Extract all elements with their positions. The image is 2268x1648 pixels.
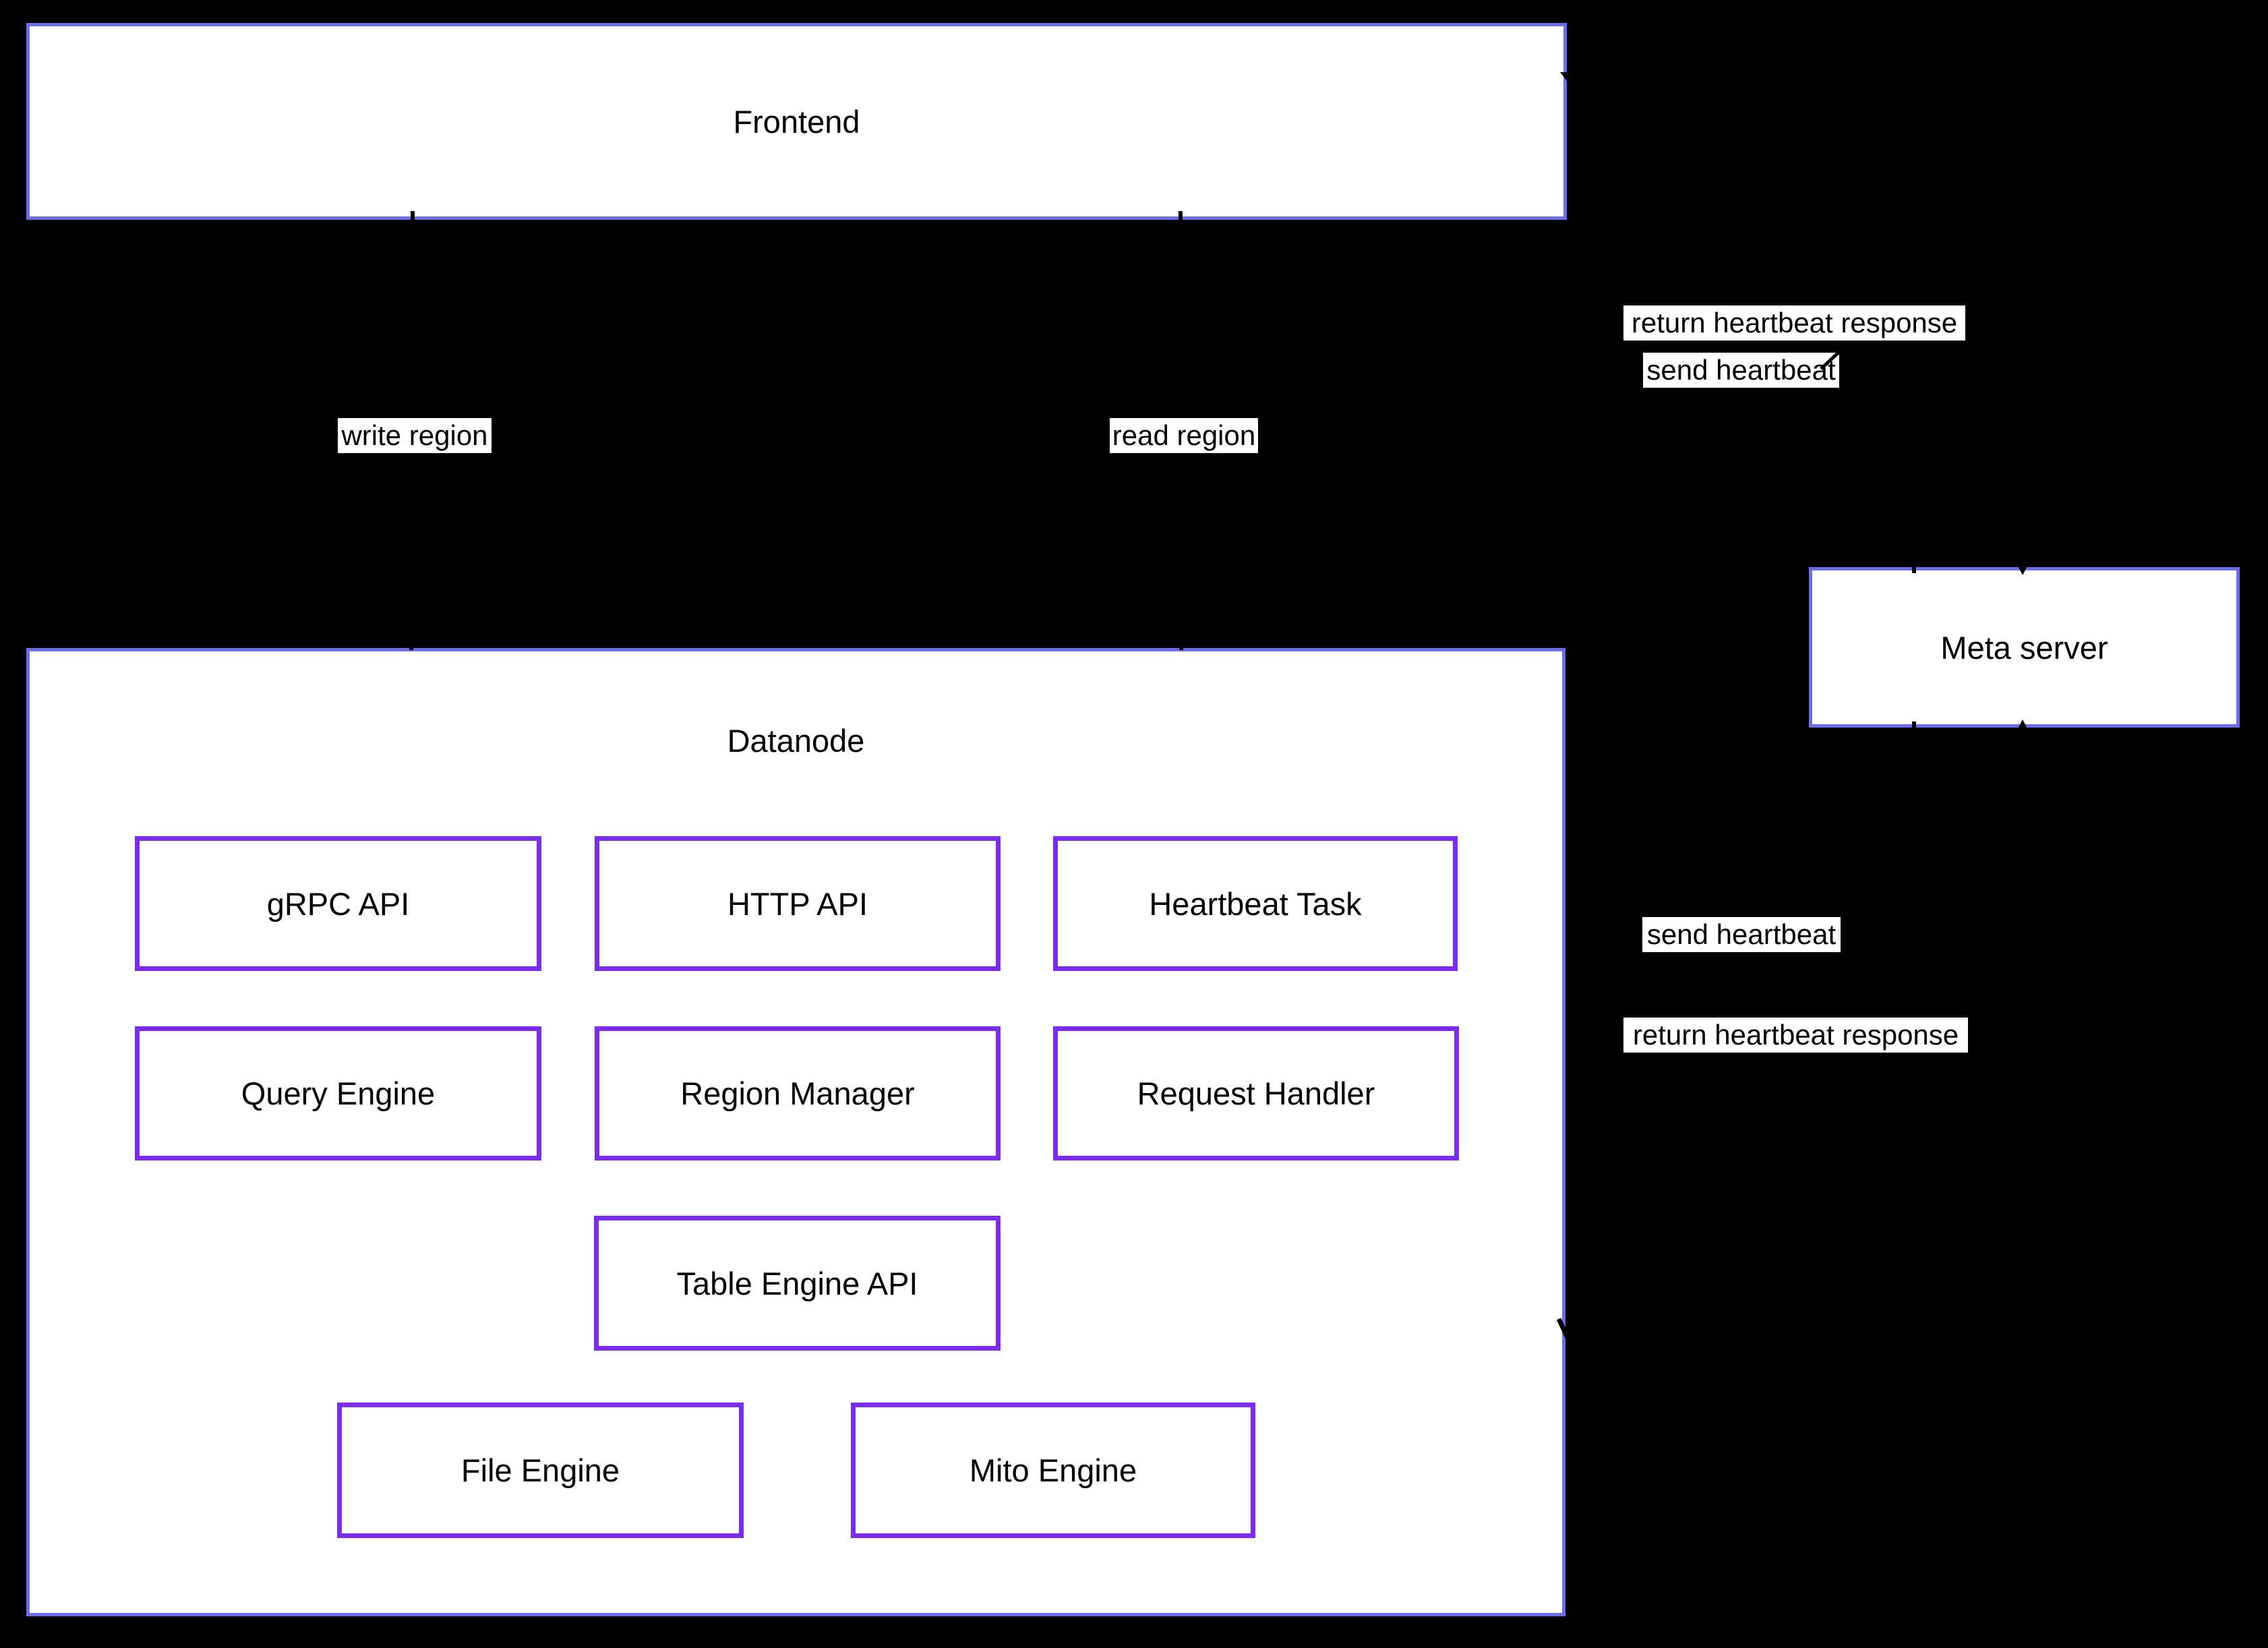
arrowhead-left-icon [1568,165,1580,177]
component-mito-engine-label: Mito Engine [969,1452,1137,1488]
component-table-engine-api-label: Table Engine API [676,1265,918,1301]
edge-label-send-heartbeat-mid: send heartbeat [1642,917,1841,952]
arrowhead-left-icon [1568,1127,1580,1139]
component-http-api-label: HTTP API [727,885,868,922]
frontend-node: Frontend [26,23,1567,220]
component-query-engine: Query Engine [135,1026,541,1160]
meta-server-node: Meta server [1809,567,2240,728]
datanode-node-label: Datanode [727,723,865,759]
component-grpc-api-label: gRPC API [266,885,410,922]
edge-label-write-region: write region [338,418,491,453]
component-heartbeat-task-label: Heartbeat Task [1149,885,1362,922]
edge-label-read-region: read region [1110,418,1258,453]
component-request-handler-label: Request Handler [1137,1076,1375,1111]
component-query-engine-label: Query Engine [241,1076,436,1111]
edge-label-return-heartbeat-mid: return heartbeat response [1623,1018,1968,1053]
component-request-handler: Request Handler [1053,1026,1459,1160]
component-mito-engine: Mito Engine [851,1403,1255,1538]
component-region-manager-label: Region Manager [680,1076,915,1111]
component-region-manager: Region Manager [595,1026,1001,1160]
component-http-api: HTTP API [595,836,1001,971]
component-grpc-api: gRPC API [135,836,541,971]
component-file-engine: File Engine [337,1403,744,1538]
component-file-engine-label: File Engine [460,1452,620,1488]
frontend-node-label: Frontend [733,103,860,140]
meta-server-node-label: Meta server [1940,629,2108,666]
edge-label-return-heartbeat-top: return heartbeat response [1623,305,1965,341]
component-heartbeat-task: Heartbeat Task [1053,836,1458,971]
component-table-engine-api: Table Engine API [594,1216,1001,1351]
edge-label-send-heartbeat-top: send heartbeat [1643,353,1839,388]
